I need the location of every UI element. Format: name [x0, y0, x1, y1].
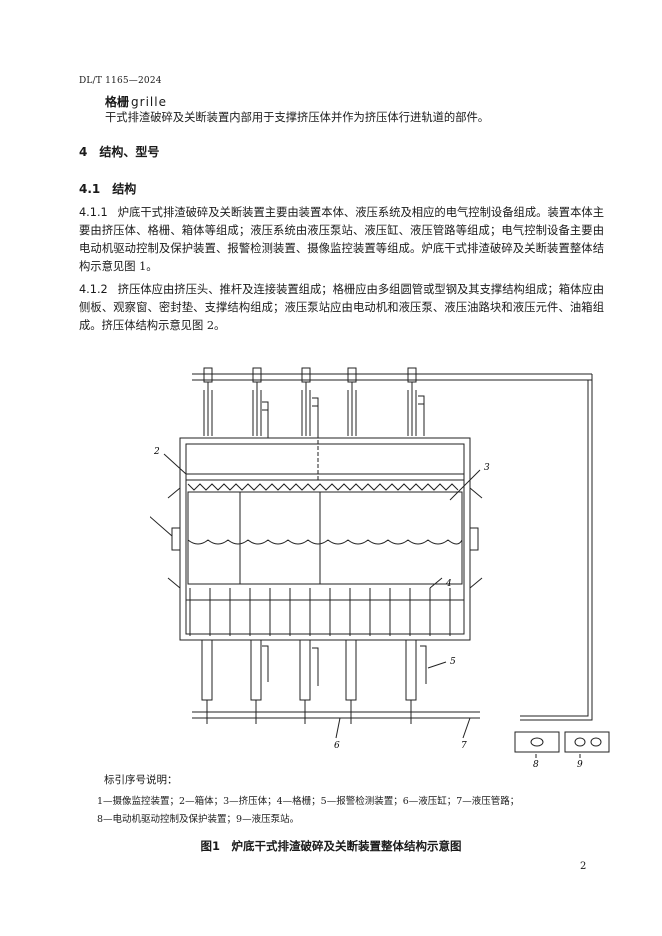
section-4-1-title: 4.1 结构: [79, 182, 137, 196]
figure-legend-line-2: 8—电动机驱动控制及保护装置；9—液压泵站。: [97, 814, 300, 825]
figure-label-7: 7: [461, 741, 467, 751]
paragraph-text: 炉底干式排渣破碎及关断装置主要由装置本体、液压系统及相应的电气控制设备组成。装置…: [79, 206, 604, 273]
standard-number: DL/T 1165—2024: [79, 76, 162, 86]
paragraph-number: 4.1.2: [79, 283, 108, 296]
section-4-title: 4 结构、型号: [79, 145, 160, 159]
term-zh: 格栅: [105, 95, 130, 109]
figure-label-9: 9: [577, 760, 583, 770]
figure-label-2: 2: [153, 447, 160, 457]
page-number: 2: [580, 861, 587, 872]
figure-legend-line-1: 1—摄像监控装置；2—箱体；3—挤压体；4—格栅；5—报警检测装置；6—液压缸；…: [97, 796, 520, 807]
figure-label-6: 6: [334, 741, 340, 751]
figure-label-8: 8: [533, 760, 539, 770]
term-en: grille: [131, 95, 167, 109]
figure-1-diagram: 1 2 3 4 5 6 7 8 9: [150, 367, 610, 770]
figure-label-4: 4: [445, 579, 452, 589]
paragraph-text: 挤压体应由挤压头、推杆及连接装置组成；格栅应由多组圆管或型钢及其支撑结构组成；箱…: [79, 283, 604, 332]
figure-legend-title: 标引序号说明：: [104, 774, 178, 786]
figure-caption: 图1 炉底干式排渣破碎及关断装置整体结构示意图: [200, 839, 462, 853]
figure-label-5: 5: [450, 657, 456, 667]
term-definition: 干式排渣破碎及关断装置内部用于支撑挤压体并作为挤压体行进轨道的部件。: [105, 111, 490, 124]
figure-label-3: 3: [484, 463, 490, 473]
paragraph-number: 4.1.1: [79, 206, 108, 219]
